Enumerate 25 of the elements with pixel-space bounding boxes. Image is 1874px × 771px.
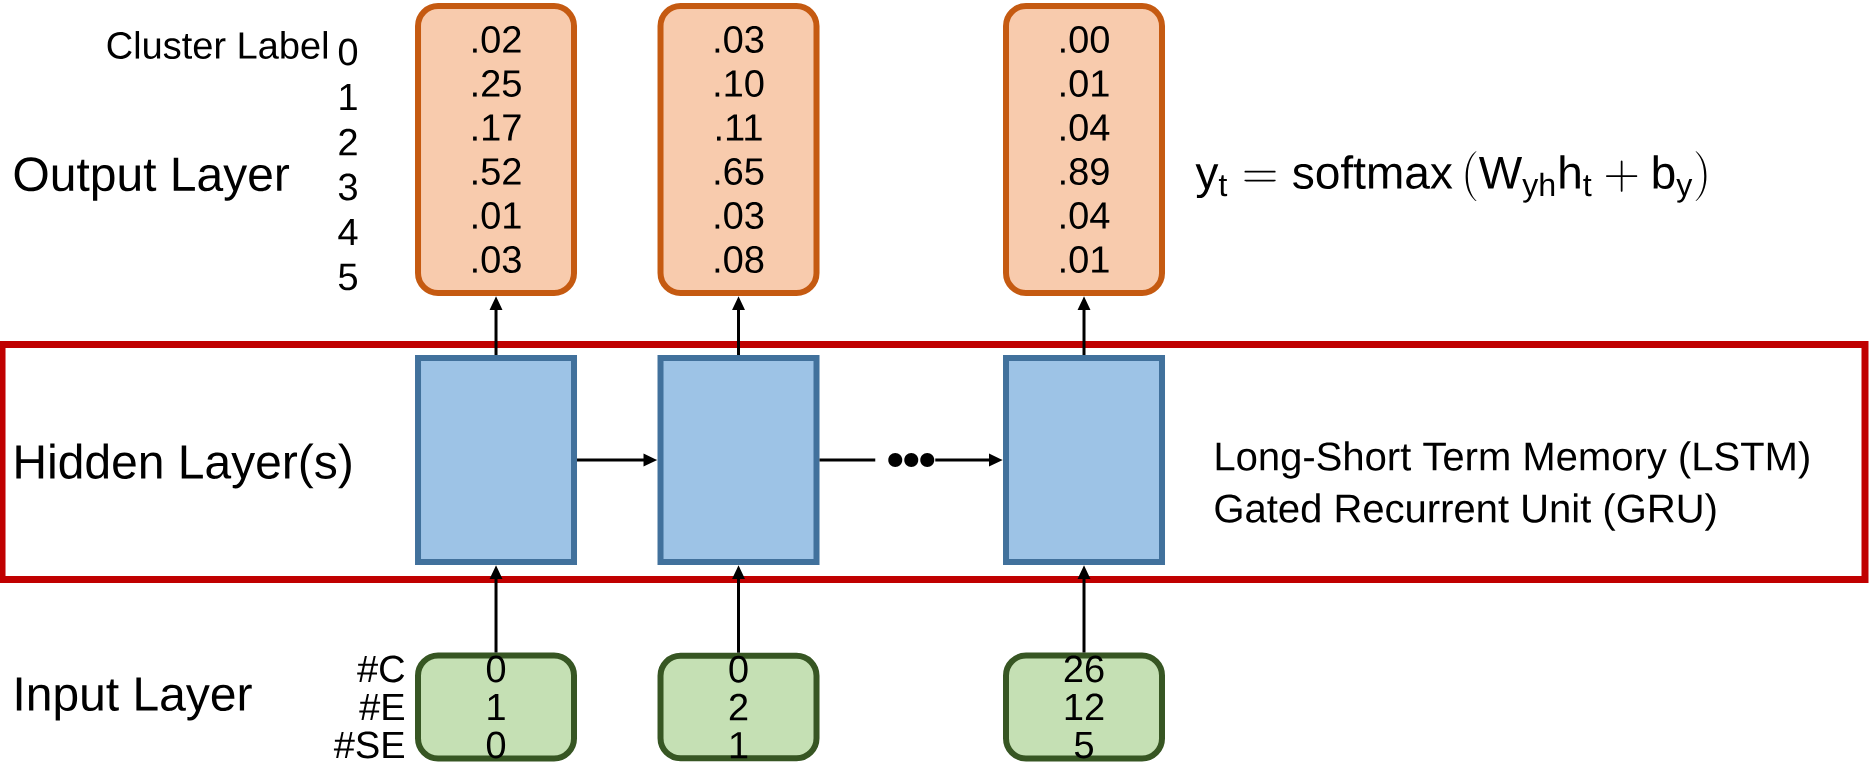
feature-name: #SE xyxy=(333,731,404,759)
layer-title: Output Layer xyxy=(14,157,290,201)
class-number: 2 xyxy=(339,128,357,156)
class-number: 5 xyxy=(338,263,357,291)
input-box: 0 1 0 xyxy=(415,652,577,762)
class-number: 3 xyxy=(338,173,357,201)
hidden-unit-box xyxy=(415,355,577,565)
axis-title: Cluster Label xyxy=(107,31,327,59)
cell-type-text: Gated Recurrent Unit (GRU) xyxy=(1215,493,1716,531)
cell-type-text: Long-Short Term Memory (LSTM) xyxy=(1216,441,1809,479)
class-number: 4 xyxy=(338,218,358,246)
input-box: 26 12 5 xyxy=(1003,652,1165,762)
hidden-unit-box xyxy=(657,355,820,565)
feature-name: #E xyxy=(359,693,404,721)
input-box: 0 2 1 xyxy=(657,652,820,762)
formula: $\mathrm{y_t} = \mathrm{softmax}\left(\mathrm{W_{yh}h_t} + \mathrm{b_y}\right)$ xyxy=(1195,151,1707,203)
layer-title: Hidden Layer(s) xyxy=(16,443,351,489)
hidden-unit-box xyxy=(1003,355,1165,565)
output-box: .03 .10 .11 .65 .03 .08 xyxy=(657,3,820,296)
output-box: .00 .01 .04 .89 .04 .01 xyxy=(1003,3,1165,296)
class-number: 1 xyxy=(340,83,357,111)
layer-title: Input Layer xyxy=(16,677,252,721)
class-number: 0 xyxy=(338,38,358,66)
output-box: .02 .25 .17 .52 .01 .03 xyxy=(415,3,577,296)
feature-name: #C xyxy=(357,655,405,683)
